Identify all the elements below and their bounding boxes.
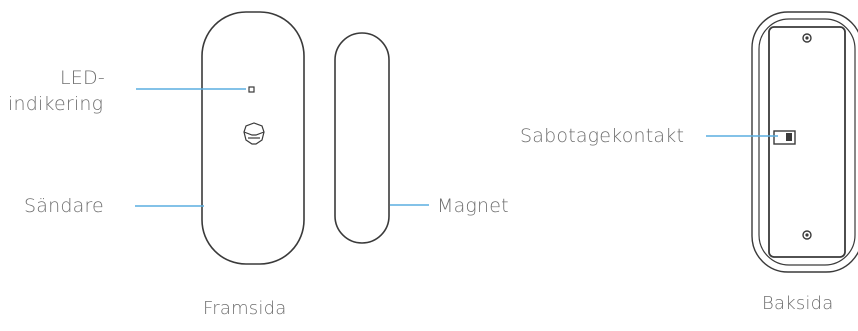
logo-icon	[243, 122, 265, 145]
tamper-label: Sabotagekontakt	[520, 125, 685, 147]
leader-lines	[135, 88, 778, 207]
back-housing	[751, 11, 858, 273]
screw-hole-icon	[802, 230, 812, 240]
tamper-switch	[773, 130, 796, 145]
back-caption: Baksida	[762, 293, 834, 314]
led-indicator	[248, 86, 255, 93]
front-caption: Framsida	[203, 298, 287, 319]
led-label-line1: LED-	[60, 67, 105, 89]
screw-hole-icon	[802, 33, 812, 43]
magnet-label: Magnet	[437, 195, 509, 217]
led-label-line2: indikering	[8, 93, 104, 115]
transmitter-label: Sändare	[24, 195, 104, 217]
magnet-body	[334, 32, 390, 244]
